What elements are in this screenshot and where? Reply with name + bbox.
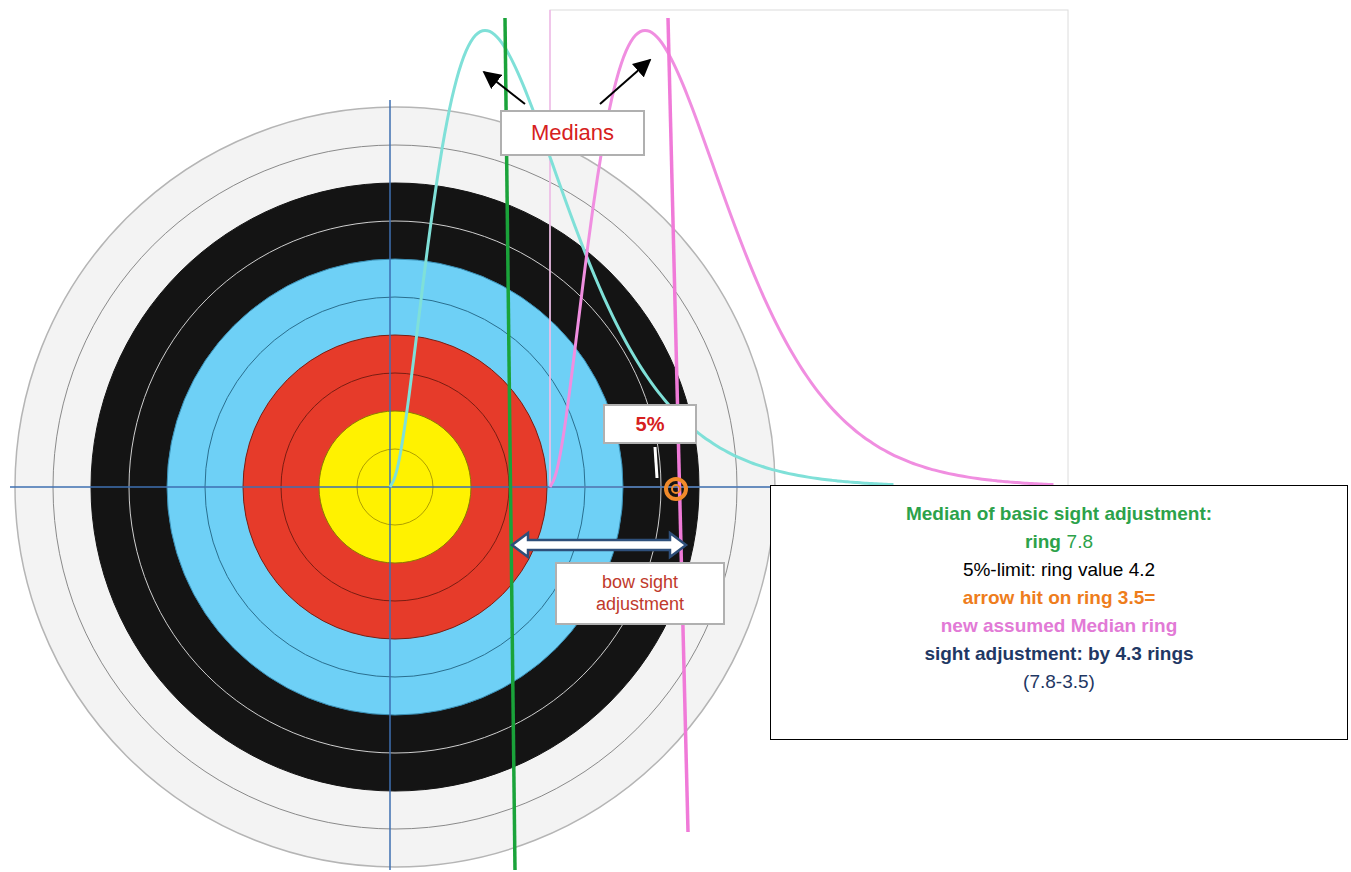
text-line: new assumed Median ring <box>781 612 1337 640</box>
label-text: sight adjustment: by 4.3 rings <box>924 643 1193 664</box>
label-text: (7.8-3.5) <box>1023 671 1095 692</box>
label-text: 7.8 <box>1067 531 1093 552</box>
text-line: 5%-limit: ring value 4.2 <box>781 556 1337 584</box>
arrow-hit-marker <box>672 485 680 493</box>
arrow-hit-marker <box>666 479 686 499</box>
text-line: ring 7.8 <box>781 528 1337 556</box>
label-text: 5% <box>636 413 665 435</box>
callout-box: 5% <box>603 404 697 444</box>
text-line: arrow hit on ring 3.5= <box>781 584 1337 612</box>
distribution-curve <box>390 30 894 487</box>
text-line: Median of basic sight adjustment: <box>781 500 1337 528</box>
label-text: Medians <box>531 120 614 145</box>
callout-box: Medians <box>500 110 645 156</box>
label-text: Median of basic sight adjustment: <box>906 503 1212 524</box>
text-line: 5% <box>619 412 681 436</box>
chart-axis <box>549 10 551 487</box>
callout-box: bow sight adjustment <box>555 562 725 625</box>
leader-line <box>655 447 657 478</box>
label-text: 5%-limit: ring value 4.2 <box>963 559 1155 580</box>
label-text: ring <box>1025 531 1061 552</box>
chart-frame <box>550 10 1068 487</box>
label-text: arrow hit on ring 3.5= <box>963 587 1156 608</box>
text-line: Medians <box>516 120 629 146</box>
text-line: sight adjustment: by 4.3 rings <box>781 640 1337 668</box>
label-text: bow sight adjustment <box>596 572 684 614</box>
explanation-box: Median of basic sight adjustment: ring 7.8… <box>770 485 1348 740</box>
pointer-arrow <box>484 72 525 104</box>
label-text: new assumed Median ring <box>941 615 1178 636</box>
adjustment-arrow <box>512 533 686 557</box>
distribution-curve <box>550 30 1054 487</box>
text-line: (7.8-3.5) <box>781 668 1337 696</box>
text-line: bow sight adjustment <box>569 572 711 615</box>
crosshair-horizontal <box>10 486 890 488</box>
pointer-arrow <box>600 60 650 104</box>
